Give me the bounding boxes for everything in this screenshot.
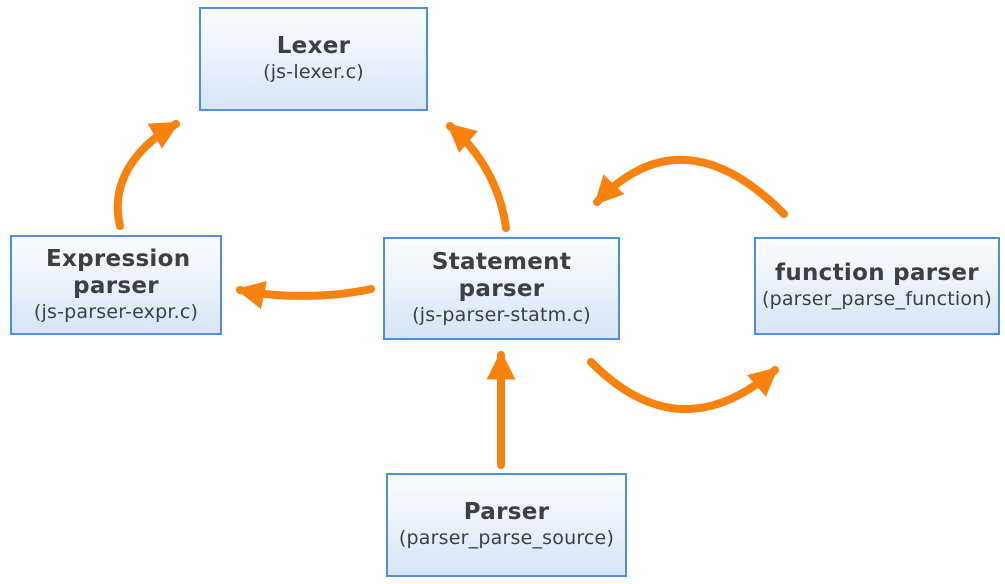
arrow-statement-parser-to-lexer [446, 122, 510, 232]
arrow-expression-parser-to-lexer [113, 120, 180, 230]
node-function-parser-subtitle: (parser_parse_function) [761, 288, 993, 311]
node-statement-parser-title: Statement parser [431, 249, 572, 303]
node-expression-parser-subtitle: (js-parser-expr.c) [33, 300, 199, 323]
node-lexer-subtitle: (js-lexer.c) [263, 61, 364, 84]
node-function-parser-title: function parser [775, 260, 979, 287]
node-expression-parser: Expression parser (js-parser-expr.c) [10, 235, 222, 335]
node-statement-parser: Statement parser (js-parser-statm.c) [383, 237, 620, 340]
arrow-statement-parser-to-expression-parser [235, 280, 375, 310]
node-expression-parser-title: Expression parser [46, 245, 191, 299]
node-lexer: Lexer (js-lexer.c) [199, 7, 428, 111]
node-parser-title: Parser [463, 499, 550, 526]
node-lexer-title: Lexer [276, 33, 351, 60]
node-parser: Parser (parser_parse_source) [386, 473, 627, 577]
arrow-function-parser-to-statement-parser [593, 156, 788, 218]
node-statement-parser-subtitle: (js-parser-statm.c) [412, 304, 591, 327]
arrow-statement-parser-to-function-parser [587, 358, 779, 413]
node-function-parser: function parser (parser_parse_function) [754, 237, 1000, 335]
node-parser-subtitle: (parser_parse_source) [398, 527, 615, 550]
